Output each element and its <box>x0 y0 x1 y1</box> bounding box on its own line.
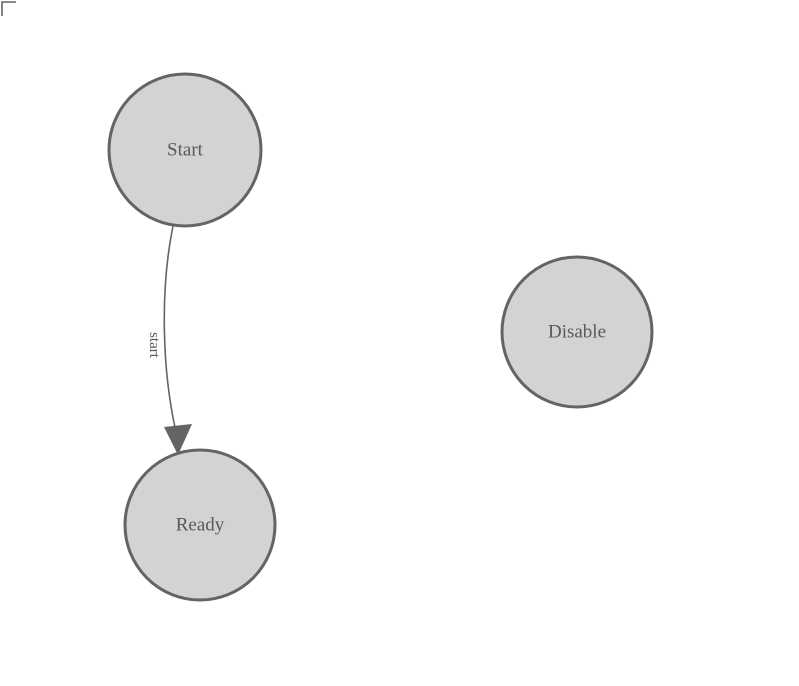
node-start[interactable]: Start <box>107 72 263 228</box>
corner-bracket-mark <box>1 1 16 16</box>
node-ready-shape[interactable] <box>123 448 277 602</box>
edge-path-start-to-ready <box>163 225 177 433</box>
edge-start-to-ready[interactable]: start <box>146 225 192 455</box>
node-disable-shape[interactable] <box>500 255 654 409</box>
node-disable[interactable]: Disable <box>500 255 654 409</box>
edge-label-start: start <box>146 332 162 359</box>
node-start-shape[interactable] <box>107 72 263 228</box>
node-ready-label: Ready <box>176 514 225 535</box>
node-start-label: Start <box>167 139 204 160</box>
edge-arrowhead-icon <box>164 424 192 455</box>
node-ready[interactable]: Ready <box>123 448 277 602</box>
node-disable-label: Disable <box>548 321 606 342</box>
